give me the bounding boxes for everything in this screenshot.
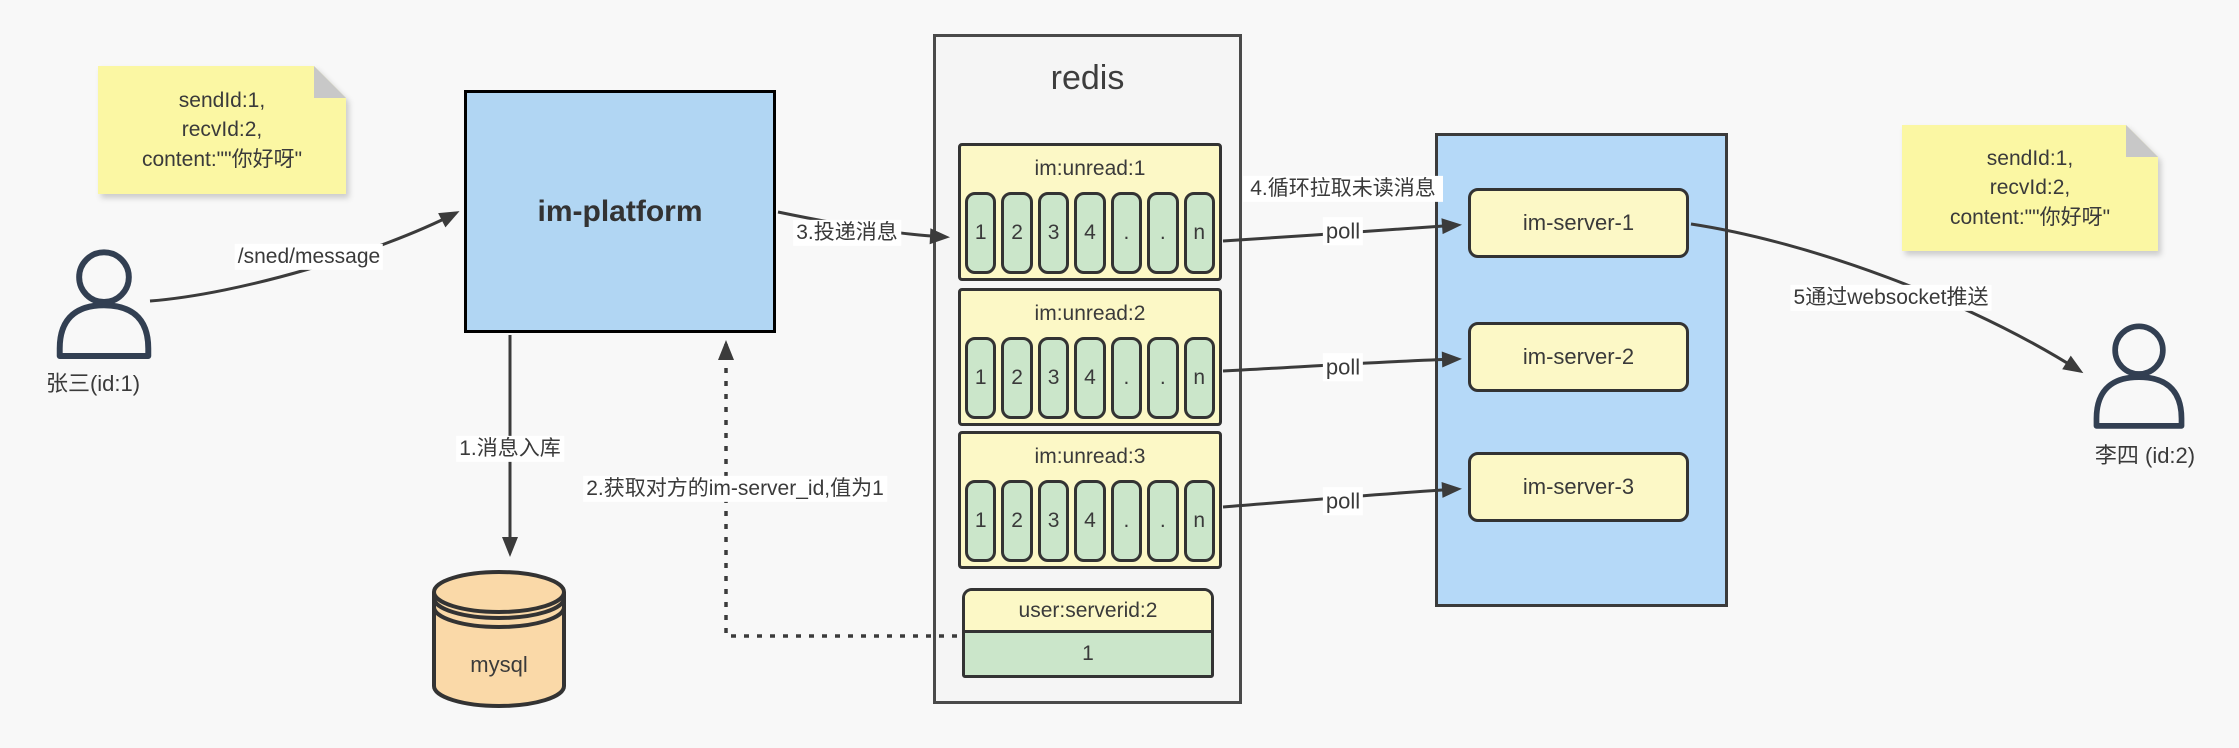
- sender-user: [50, 243, 158, 361]
- queue-cell: 3: [1037, 480, 1070, 562]
- label-send-message: /sned/message: [234, 243, 384, 271]
- sticky-note-body: sendId:1, recvId:2, content:""你好呀": [98, 66, 346, 194]
- queue-key-label: im:unread:1: [1034, 157, 1146, 180]
- label-step2: 2.获取对方的im-server_id,值为1: [583, 475, 887, 503]
- note-fold-corner: [314, 66, 346, 98]
- queue-cell: .: [1147, 192, 1179, 274]
- queue-cell: 2: [1001, 192, 1033, 274]
- im-server-3-box: im-server-3: [1468, 452, 1689, 522]
- receiver-user: [2086, 318, 2192, 430]
- queue-cell: n: [1183, 337, 1215, 419]
- note-line: recvId:2,: [1989, 176, 2071, 200]
- redis-queue-unread-3: im:unread:3 1 2 3 4 . . n: [958, 431, 1222, 569]
- queue-cell-row: 1 2 3 4 . . n: [961, 192, 1219, 274]
- queue-cell: .: [1110, 480, 1143, 562]
- sticky-note-push: sendId:1, recvId:2, content:""你好呀": [1902, 125, 2158, 251]
- queue-cell-row: 1 2 3 4 . . n: [961, 480, 1219, 562]
- queue-cell: .: [1110, 337, 1143, 419]
- queue-cell: 2: [1001, 480, 1033, 562]
- queue-cell-row: 1 2 3 4 . . n: [961, 337, 1219, 419]
- im-server-label: im-server-1: [1522, 210, 1635, 235]
- label-step3: 3.投递消息: [793, 219, 901, 247]
- user-icon: [56, 249, 152, 359]
- user-serverid-map: user:serverid:2 1: [962, 588, 1214, 678]
- queue-cell: 1: [965, 480, 997, 562]
- queue-cell: .: [1147, 337, 1179, 419]
- queue-cell: 4: [1074, 337, 1106, 419]
- queue-cell: .: [1110, 192, 1143, 274]
- redis-queue-unread-1: im:unread:1 1 2 3 4 . . n: [958, 143, 1222, 281]
- label-step4: 4.循环拉取未读消息: [1243, 175, 1443, 203]
- queue-cell: 1: [965, 337, 997, 419]
- queue-cell: 2: [1001, 337, 1033, 419]
- database-cylinder-icon: [432, 570, 566, 708]
- receiver-label: 李四 (id:2): [2094, 443, 2196, 468]
- label-poll-2: poll: [1322, 353, 1364, 381]
- label-poll-1: poll: [1322, 217, 1364, 245]
- queue-cell: 1: [965, 192, 997, 274]
- mysql-label: mysql: [470, 652, 528, 677]
- note-line: sendId:1,: [1986, 146, 2074, 170]
- queue-key-label: im:unread:3: [1034, 445, 1146, 468]
- queue-cell: 3: [1037, 337, 1070, 419]
- im-server-1-box: im-server-1: [1468, 188, 1689, 258]
- note-line: sendId:1,: [178, 88, 266, 112]
- note-line: content:""你好呀": [1949, 205, 2111, 229]
- user-icon: [2093, 323, 2185, 429]
- queue-cell: 4: [1074, 480, 1106, 562]
- queue-cell: 4: [1074, 192, 1106, 274]
- sender-label: 张三(id:1): [45, 371, 141, 396]
- map-key-label: user:serverid:2: [965, 591, 1211, 633]
- queue-cell: .: [1147, 480, 1179, 562]
- note-line: recvId:2,: [181, 118, 263, 142]
- im-server-label: im-server-2: [1522, 344, 1635, 369]
- map-value: 1: [965, 633, 1211, 675]
- sticky-note-body: sendId:1, recvId:2, content:""你好呀": [1902, 125, 2158, 251]
- im-server-label: im-server-3: [1522, 474, 1635, 499]
- im-server-2-box: im-server-2: [1468, 322, 1689, 392]
- im-platform-box: im-platform: [464, 90, 776, 333]
- note-fold-corner: [2126, 125, 2158, 157]
- label-step5: 5通过websocket推送: [1790, 284, 1992, 312]
- queue-cell: n: [1183, 480, 1215, 562]
- label-step1: 1.消息入库: [456, 435, 564, 463]
- note-line: content:""你好呀": [141, 147, 303, 171]
- sticky-note-request: sendId:1, recvId:2, content:""你好呀": [98, 66, 346, 194]
- queue-cell: 3: [1037, 192, 1070, 274]
- im-platform-label: im-platform: [537, 194, 703, 228]
- queue-key-label: im:unread:2: [1034, 302, 1146, 325]
- mysql-database: mysql: [430, 566, 568, 712]
- redis-title: redis: [1050, 59, 1125, 97]
- queue-cell: n: [1183, 192, 1215, 274]
- label-poll-3: poll: [1322, 487, 1364, 515]
- redis-queue-unread-2: im:unread:2 1 2 3 4 . . n: [958, 288, 1222, 426]
